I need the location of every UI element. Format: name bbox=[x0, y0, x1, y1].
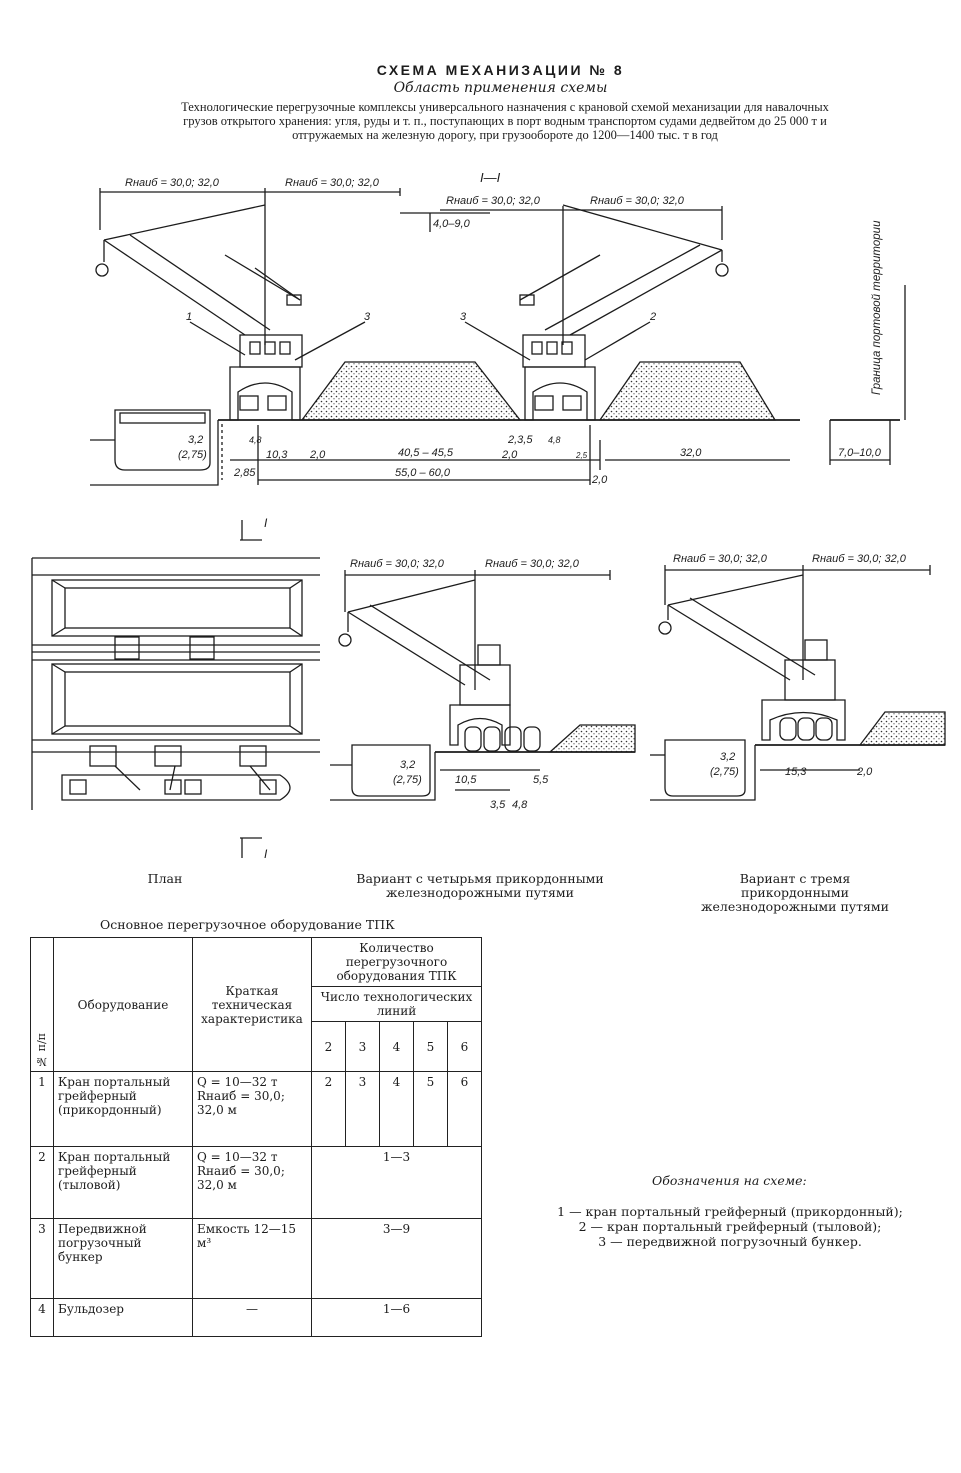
dim-2-0c: 2,0 bbox=[591, 474, 608, 486]
plan-view bbox=[31, 520, 320, 858]
v4-r1: Rнаиб = 30,0; 32,0 bbox=[350, 558, 445, 570]
v3-r2: Rнаиб = 30,0; 32,0 bbox=[812, 553, 907, 565]
v4-3-2: 3,2 bbox=[400, 759, 415, 771]
dim-r3: Rнаиб = 30,0; 32,0 bbox=[446, 195, 541, 207]
header-equipment: Оборудование bbox=[53, 937, 193, 1072]
row-range: 3—9 bbox=[311, 1218, 482, 1299]
legend-title: Обозначения на схеме: bbox=[652, 1173, 807, 1188]
dim-7-10: 7,0–10,0 bbox=[838, 447, 882, 459]
v4-r2: Rнаиб = 30,0; 32,0 bbox=[485, 558, 580, 570]
main-section bbox=[90, 188, 906, 486]
row-num: 1 bbox=[30, 1071, 54, 1147]
table-row: 1 Кран портальный грейферный (прикордонн… bbox=[30, 1071, 483, 1147]
row-value: 4 bbox=[378, 1071, 414, 1147]
dim-40-5: 40,5 – 45,5 bbox=[398, 447, 454, 459]
row-range: 1—3 bbox=[311, 1146, 482, 1219]
caption-variant-four: Вариант с четырьмя прикордонными железно… bbox=[356, 871, 604, 900]
variant-three-tracks bbox=[650, 565, 946, 801]
row-value: 5 bbox=[412, 1071, 448, 1147]
table-row: 4 Бульдозер — 1—6 bbox=[30, 1298, 482, 1337]
row-range: 1—6 bbox=[311, 1298, 482, 1337]
dim-3-5a: 2,3,5 bbox=[507, 434, 533, 446]
dim-r1: Rнаиб = 30,0; 32,0 bbox=[125, 177, 220, 189]
table-row: 2 Кран портальный грейферный (тыловой) Q… bbox=[30, 1146, 482, 1219]
dim-4-8b: 4,8 bbox=[548, 435, 561, 445]
row-spec: — bbox=[192, 1298, 312, 1337]
lines-5: 5 bbox=[412, 1021, 448, 1072]
row-value: 6 bbox=[446, 1071, 483, 1147]
callout-1: 1 bbox=[186, 311, 192, 323]
row-spec: Q = 10—32 т Rнаиб = 30,0; 32,0 м bbox=[192, 1146, 312, 1219]
equipment-table: № п/п Оборудование Краткая техническая х… bbox=[30, 937, 483, 1337]
row-spec: Q = 10—32 т Rнаиб = 30,0; 32,0 м bbox=[192, 1071, 312, 1147]
dim-2-0a: 2,0 bbox=[309, 449, 326, 461]
dim-r2: Rнаиб = 30,0; 32,0 bbox=[285, 177, 380, 189]
row-equipment: Кран портальный грейферный (тыловой) bbox=[53, 1146, 193, 1219]
table-title: Основное перегрузочное оборудование ТПК bbox=[100, 917, 395, 932]
scheme-subtitle: Область применения схемы bbox=[393, 80, 608, 96]
callout-2: 2 bbox=[649, 311, 656, 323]
row-value: 2 bbox=[311, 1071, 346, 1147]
row-value: 3 bbox=[344, 1071, 380, 1147]
v3-2-75: (2,75) bbox=[710, 766, 739, 778]
header-lines: Число технологических линий bbox=[311, 986, 482, 1022]
dim-r4: Rнаиб = 30,0; 32,0 bbox=[590, 195, 685, 207]
section-label: I—I bbox=[480, 170, 501, 185]
dim-4-8a: 4,8 bbox=[249, 435, 262, 445]
crane-right bbox=[519, 204, 729, 421]
dim-2-85: 2,85 bbox=[233, 467, 256, 479]
dim-32-0: 32,0 bbox=[680, 447, 702, 459]
row-num: 4 bbox=[30, 1298, 54, 1337]
v3-2-0: 2,0 bbox=[856, 766, 873, 778]
row-spec: Емкость 12—15 м³ bbox=[192, 1218, 312, 1299]
row-equipment: Передвижной погрузочный бункер bbox=[53, 1218, 193, 1299]
scheme-title: СХЕМА МЕХАНИЗАЦИИ № 8 bbox=[376, 62, 625, 78]
legend-item-2: 2 — кран портальный грейферный (тыловой)… bbox=[578, 1219, 882, 1234]
header-num: № п/п bbox=[30, 937, 54, 1072]
header-qty: Количество перегрузочного оборудования Т… bbox=[311, 937, 482, 987]
lines-4: 4 bbox=[378, 1021, 414, 1072]
plan-section-1: I bbox=[264, 516, 268, 530]
header-spec: Краткая техническая характеристика bbox=[192, 937, 312, 1072]
row-num: 3 bbox=[30, 1218, 54, 1299]
v3-15-3: 15,3 bbox=[785, 766, 807, 778]
header-num-text: № п/п bbox=[35, 1033, 48, 1068]
dim-55-60: 55,0 – 60,0 bbox=[395, 467, 451, 479]
lines-6: 6 bbox=[446, 1021, 483, 1072]
callout-3b: 3 bbox=[460, 311, 467, 323]
caption-plan: План bbox=[147, 871, 183, 886]
dim-2-5: 2,5 bbox=[575, 451, 588, 460]
legend-list: 1 — кран портальный грейферный (прикордо… bbox=[540, 1204, 920, 1249]
dim-2-75: (2,75) bbox=[178, 449, 207, 461]
row-equipment: Бульдозер bbox=[53, 1298, 193, 1337]
crane-left bbox=[95, 204, 303, 421]
v4-10-5: 10,5 bbox=[455, 774, 477, 786]
callout-3a: 3 bbox=[364, 311, 371, 323]
table-row: 3 Передвижной погрузочный бункер Емкость… bbox=[30, 1218, 482, 1299]
row-equipment: Кран портальный грейферный (прикордонный… bbox=[53, 1071, 193, 1147]
v3-3-2: 3,2 bbox=[720, 751, 735, 763]
v4-2-75: (2,75) bbox=[393, 774, 422, 786]
caption-variant-three: Вариант с тремя прикордонными железнодор… bbox=[700, 871, 889, 914]
legend-item-3: 3 — передвижной погрузочный бункер. bbox=[598, 1234, 862, 1249]
port-border-label: Граница портовой территории bbox=[871, 220, 883, 395]
v4-3-5: 3,5 bbox=[490, 799, 506, 811]
row-num: 2 bbox=[30, 1146, 54, 1219]
lines-3: 3 bbox=[344, 1021, 380, 1072]
dim-2-0b: 2,0 bbox=[501, 449, 518, 461]
plan-section-2: I bbox=[264, 847, 268, 861]
legend-item-1: 1 — кран портальный грейферный (прикордо… bbox=[557, 1204, 903, 1219]
lines-2: 2 bbox=[311, 1021, 346, 1072]
dim-10-3: 10,3 bbox=[266, 449, 288, 461]
dim-3-2: 3,2 bbox=[188, 434, 203, 446]
v4-4-8: 4,8 bbox=[512, 799, 528, 811]
scheme-description: Технологические перегрузочные комплексы … bbox=[181, 100, 829, 142]
v4-5-5: 5,5 bbox=[533, 774, 549, 786]
variant-four-tracks bbox=[330, 570, 636, 801]
dim-4-9: 4,0–9,0 bbox=[433, 218, 471, 230]
v3-r1: Rнаиб = 30,0; 32,0 bbox=[673, 553, 768, 565]
